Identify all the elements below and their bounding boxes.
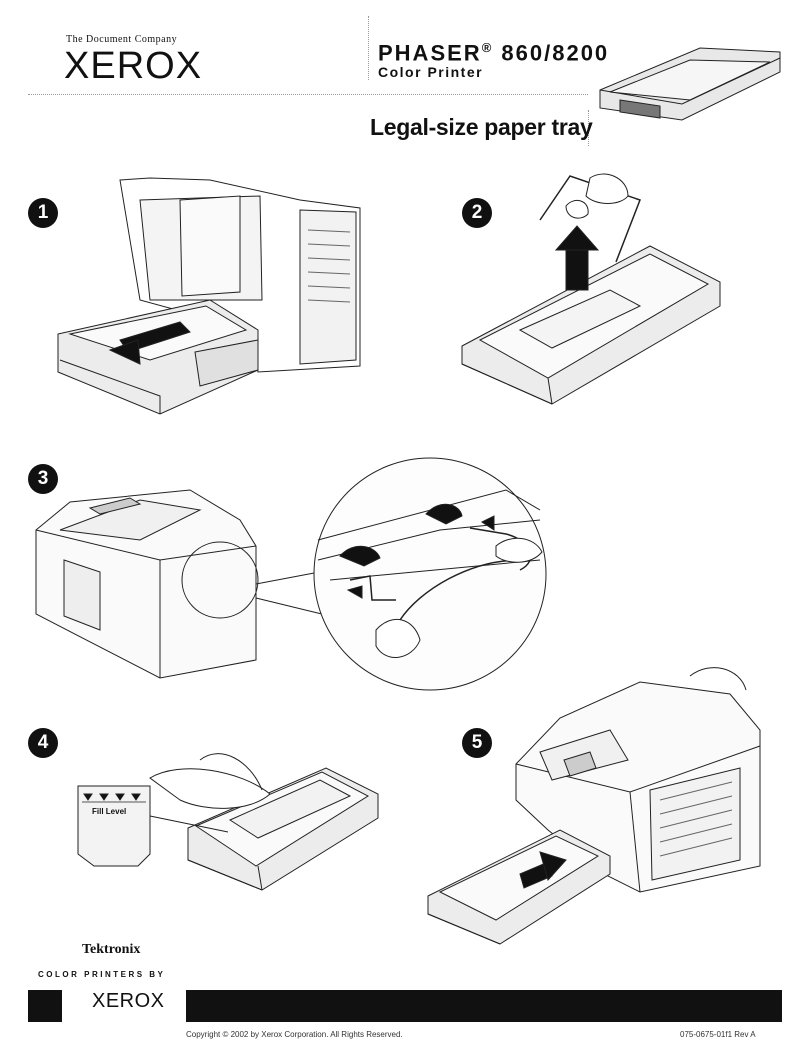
footer-black-box — [28, 990, 62, 1022]
document-title: Legal-size paper tray — [370, 114, 593, 140]
step-1-badge: 1 — [28, 198, 58, 228]
step-4-illustration — [77, 753, 379, 891]
footer-xerox-logo: XEROX — [92, 990, 165, 1012]
step-1-illustration — [57, 177, 361, 415]
logo-text: XEROX — [64, 45, 203, 87]
fill-level-label: Fill Level — [92, 807, 126, 816]
step-2-illustration — [461, 173, 721, 405]
product-name: PHASER® 860/8200 — [378, 40, 610, 66]
step-4-badge: 4 — [28, 728, 58, 758]
color-printers-by-label: COLOR PRINTERS BY — [38, 970, 166, 979]
step-2-badge: 2 — [462, 198, 492, 228]
xerox-logo: XEROX — [64, 46, 202, 86]
company-tagline: The Document Company — [66, 34, 178, 45]
step-5-illustration — [427, 667, 761, 945]
step-3-badge: 3 — [28, 464, 58, 494]
tray-thumbnail-illustration — [599, 47, 781, 121]
step-3-illustration — [35, 457, 547, 691]
document-number: 075-0675-01f1 Rev A — [680, 1030, 756, 1039]
product-subtitle: Color Printer — [378, 64, 484, 80]
title-divider — [588, 110, 589, 146]
header-divider — [368, 16, 369, 80]
copyright-notice: Copyright © 2002 by Xerox Corporation. A… — [186, 1030, 403, 1039]
footer-black-bar — [186, 990, 782, 1022]
tektronix-brand: Tektronix — [82, 942, 141, 957]
step-5-badge: 5 — [462, 728, 492, 758]
header-rule — [28, 94, 588, 95]
